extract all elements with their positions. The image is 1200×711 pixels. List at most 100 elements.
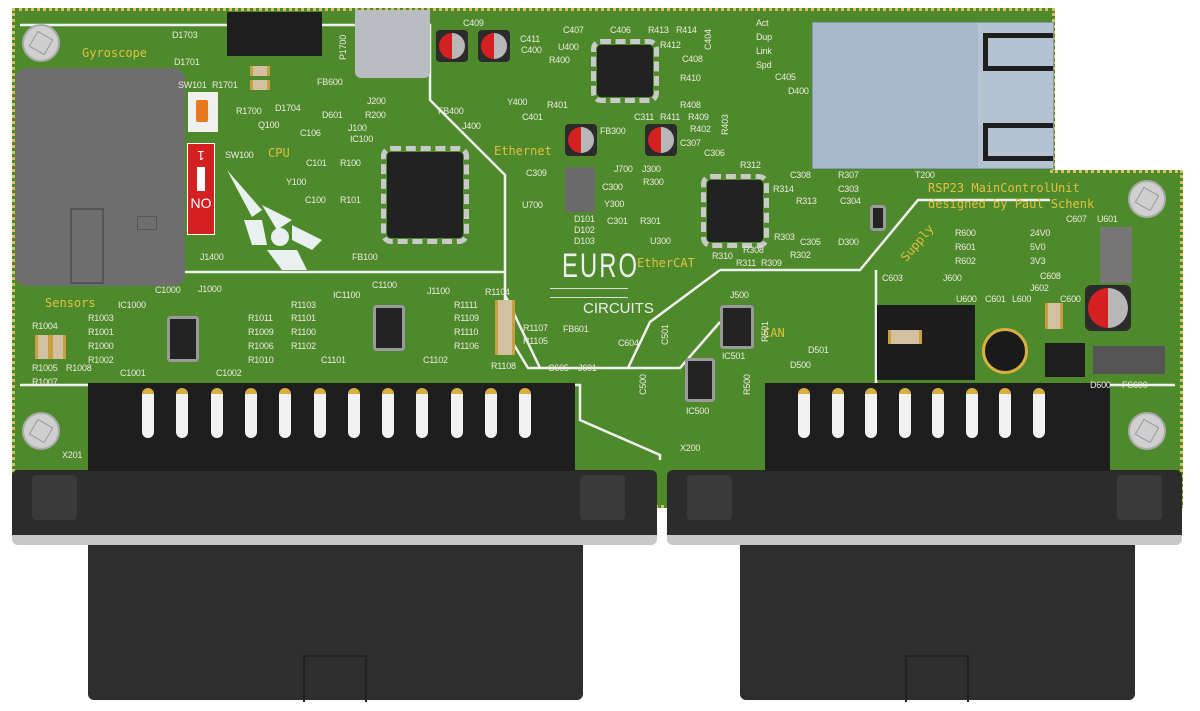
designator: T200: [915, 170, 935, 180]
designator: R307: [838, 170, 859, 180]
designator: J200: [367, 96, 386, 106]
connector-pin: [865, 388, 877, 438]
connector-pin: [347, 388, 360, 438]
eurocircuits-logo-circuits: CIRCUITS: [583, 300, 654, 317]
dip-switch-mark-one: 1: [197, 148, 205, 163]
connector-pin: [898, 388, 911, 438]
designator: R500: [742, 374, 752, 395]
connector-pin: [313, 388, 326, 438]
designator: SW101: [178, 80, 207, 90]
eurocircuits-logo-lines: [550, 288, 628, 298]
connector-pin: [999, 388, 1011, 438]
rj45-ethernet-jack[interactable]: [812, 22, 1054, 169]
designator: J100: [348, 123, 367, 133]
designator: R310: [712, 251, 733, 261]
designator: J600: [943, 273, 962, 283]
connector-x200-plug[interactable]: [740, 545, 1135, 702]
designator: FB100: [352, 252, 378, 262]
board-title-line1: RSP23 MainControlUnit: [928, 181, 1080, 195]
designator: C308: [790, 170, 811, 180]
designator: C106: [300, 128, 321, 138]
designator: R501: [760, 321, 770, 342]
connector-x201-plug[interactable]: [88, 545, 583, 702]
designator: C1102: [423, 355, 448, 365]
connector-x200-housing: [667, 470, 1182, 545]
rail-label-24v: 24V0: [1030, 228, 1051, 238]
designator: FB300: [600, 126, 626, 136]
ic501-chip: [720, 305, 754, 349]
designator: R1008: [66, 363, 92, 373]
designator: R1002: [88, 355, 114, 365]
designator: R1105: [523, 336, 548, 346]
designator: R1104: [485, 287, 510, 297]
designator: R413: [648, 25, 669, 35]
capacitor-c600: [1085, 285, 1131, 331]
ethercat-chip: [701, 174, 769, 248]
designator: C406: [610, 25, 631, 35]
designator: J1100: [427, 286, 450, 296]
designator: R1700: [236, 106, 262, 116]
designator: U600: [956, 294, 977, 304]
designator: C1001: [120, 368, 146, 378]
designator: D102: [574, 225, 595, 235]
designator: C608: [1040, 271, 1061, 281]
designator: C408: [682, 54, 703, 64]
reset-button[interactable]: [188, 92, 218, 132]
designator: IC500: [686, 406, 710, 416]
designator: J400: [462, 121, 481, 131]
designator: R1101: [291, 313, 316, 323]
ic500-chip: [685, 358, 715, 402]
dip-switch[interactable]: 1 NO: [187, 143, 215, 235]
designator: U400: [558, 42, 579, 52]
designator: R409: [688, 112, 709, 122]
designator: R1009: [248, 327, 274, 337]
designator: J1000: [198, 284, 222, 294]
designator: R1005: [32, 363, 58, 373]
designator: R101: [340, 195, 361, 205]
designator: J700: [614, 164, 633, 174]
designator: R1103: [291, 300, 316, 310]
designator: P1700: [338, 34, 348, 60]
designator: C501: [660, 324, 670, 345]
designator: R411: [660, 112, 681, 122]
designator: IC1100: [333, 290, 361, 300]
designator: R1701: [212, 80, 238, 90]
designator: C604: [618, 338, 639, 348]
rocket-logo: [227, 170, 322, 270]
section-label-gyroscope: Gyroscope: [82, 46, 148, 60]
designator: Y400: [507, 97, 528, 107]
designator: R402: [690, 124, 711, 134]
designator: R1100: [291, 327, 316, 337]
designator: R1010: [248, 355, 274, 365]
inductor-l600: [982, 328, 1028, 374]
connector-pin: [210, 388, 223, 438]
designator: R408: [680, 100, 701, 110]
mounting-hole: [1128, 412, 1166, 450]
designator: C311: [634, 112, 655, 122]
designator: C607: [1066, 214, 1087, 224]
designator: R1000: [88, 341, 114, 351]
smd-part: [250, 80, 270, 90]
designator: C307: [680, 138, 701, 148]
designator: D501: [808, 345, 829, 355]
designator: U700: [522, 200, 543, 210]
designator: J601: [578, 363, 597, 373]
smd-part: [888, 330, 922, 344]
designator: C309: [526, 168, 547, 178]
designator: C400: [521, 45, 542, 55]
capacitor-c300: [645, 124, 677, 156]
rail-label-5v: 5V0: [1030, 242, 1046, 252]
mounting-hole: [22, 24, 60, 62]
designator: R410: [680, 73, 701, 83]
usb-c-connector[interactable]: [355, 10, 430, 78]
gyroscope-module: [15, 68, 185, 286]
designator: U601: [1097, 214, 1118, 224]
u601-regulator: [1100, 227, 1132, 283]
designator: FB600: [317, 77, 343, 87]
designator: R400: [549, 55, 570, 65]
designator: R1106: [454, 341, 479, 351]
connector-pin: [279, 388, 292, 438]
designator: R602: [955, 256, 976, 266]
designator: C404: [703, 29, 713, 50]
designator: C305: [800, 237, 821, 247]
